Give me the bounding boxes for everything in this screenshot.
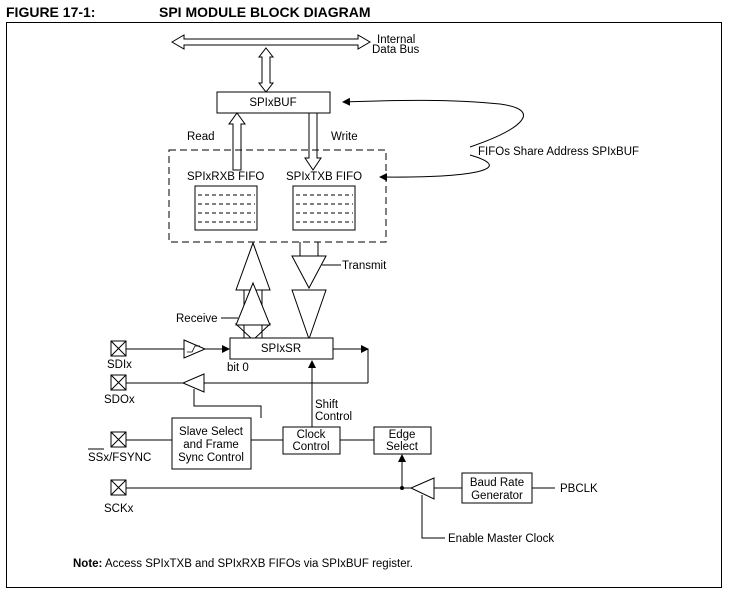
sck-label: SCKx xyxy=(104,503,134,515)
sck-pin-icon xyxy=(110,479,127,496)
transmit-triangle-lower xyxy=(291,289,327,341)
bus-label-line2: Data Bus xyxy=(372,44,420,56)
ss-pin-icon xyxy=(110,431,127,448)
bus-label-line1: Internal xyxy=(377,34,415,46)
ss-label: SSx/FSYNC xyxy=(88,452,151,464)
tx-fifo-stack xyxy=(292,185,356,231)
sdi-label: SDIx xyxy=(107,359,132,371)
slave-select-line1: Slave Select xyxy=(179,426,244,438)
baud-rate-generator-block xyxy=(461,472,533,504)
fifo-share-arrow-lower xyxy=(379,154,490,182)
tx-fifo-label: SPIxTXB FIFO xyxy=(286,171,362,183)
sdi-pin-icon xyxy=(110,340,127,357)
receive-label: Receive xyxy=(176,313,218,325)
spibuf-register xyxy=(216,91,331,114)
sdo-label: SDOx xyxy=(104,394,135,406)
sck-junction-dot xyxy=(400,486,404,490)
receive-triangle-lower xyxy=(235,281,271,326)
shift-control-line1: Shift xyxy=(315,399,339,411)
spisr-label: SPIxSR xyxy=(261,343,301,355)
enable-master-clock-wire xyxy=(421,495,445,539)
write-label: Write xyxy=(331,131,358,143)
shift-control-line2: Control xyxy=(315,411,352,423)
note-text: Access SPIxTXB and SPIxRXB FIFOs via SPI… xyxy=(104,558,413,570)
edge-select-block xyxy=(373,426,432,455)
slave-select-line3: Sync Control xyxy=(178,452,244,464)
read-arrow xyxy=(228,112,246,171)
spibuf-label: SPIxBUF xyxy=(249,97,296,109)
bit0-label: bit 0 xyxy=(227,362,249,374)
figure-title: SPI MODULE BLOCK DIAGRAM xyxy=(159,4,371,20)
transmit-triangle-upper xyxy=(291,255,327,290)
edge-select-line2: Select xyxy=(386,441,419,453)
internal-data-bus-arrow xyxy=(171,34,371,50)
baud-line1: Baud Rate xyxy=(470,477,524,489)
slave-select-block xyxy=(171,417,252,470)
bus-to-buffer-arrow xyxy=(257,47,275,93)
schmitt-trigger-icon xyxy=(187,345,200,353)
diagram-frame xyxy=(6,22,722,588)
note-label: Note: xyxy=(73,558,103,570)
clock-control-block xyxy=(282,426,341,455)
baud-line2: Generator xyxy=(471,490,523,502)
figure-note: Note: Access SPIxTXB and SPIxRXB FIFOs v… xyxy=(73,558,413,570)
read-label: Read xyxy=(187,131,215,143)
sdo-pin-icon xyxy=(110,374,127,391)
edge-select-line1: Edge xyxy=(389,429,416,441)
figure-number: FIGURE 17-1: xyxy=(6,4,96,20)
fifo-share-arrow-upper xyxy=(342,97,524,148)
fifo-enclosure xyxy=(168,149,387,243)
sdo-buffer-icon xyxy=(181,373,205,393)
pbclk-label: PBCLK xyxy=(560,483,598,495)
rx-fifo-label: SPIxRXB FIFO xyxy=(187,171,264,183)
clock-control-line1: Clock xyxy=(297,429,326,441)
rx-fifo-stack xyxy=(194,185,258,231)
sdi-buffer-icon xyxy=(183,339,207,359)
slave-select-line2: and Frame xyxy=(183,439,239,451)
fifo-share-label: FIFOs Share Address SPIxBUF xyxy=(478,146,639,158)
sdo-enable-wire xyxy=(193,389,262,418)
transmit-label: Transmit xyxy=(342,260,387,272)
enable-master-clock-label: Enable Master Clock xyxy=(448,533,554,545)
clock-control-line2: Control xyxy=(292,441,329,453)
write-arrow xyxy=(304,112,322,171)
